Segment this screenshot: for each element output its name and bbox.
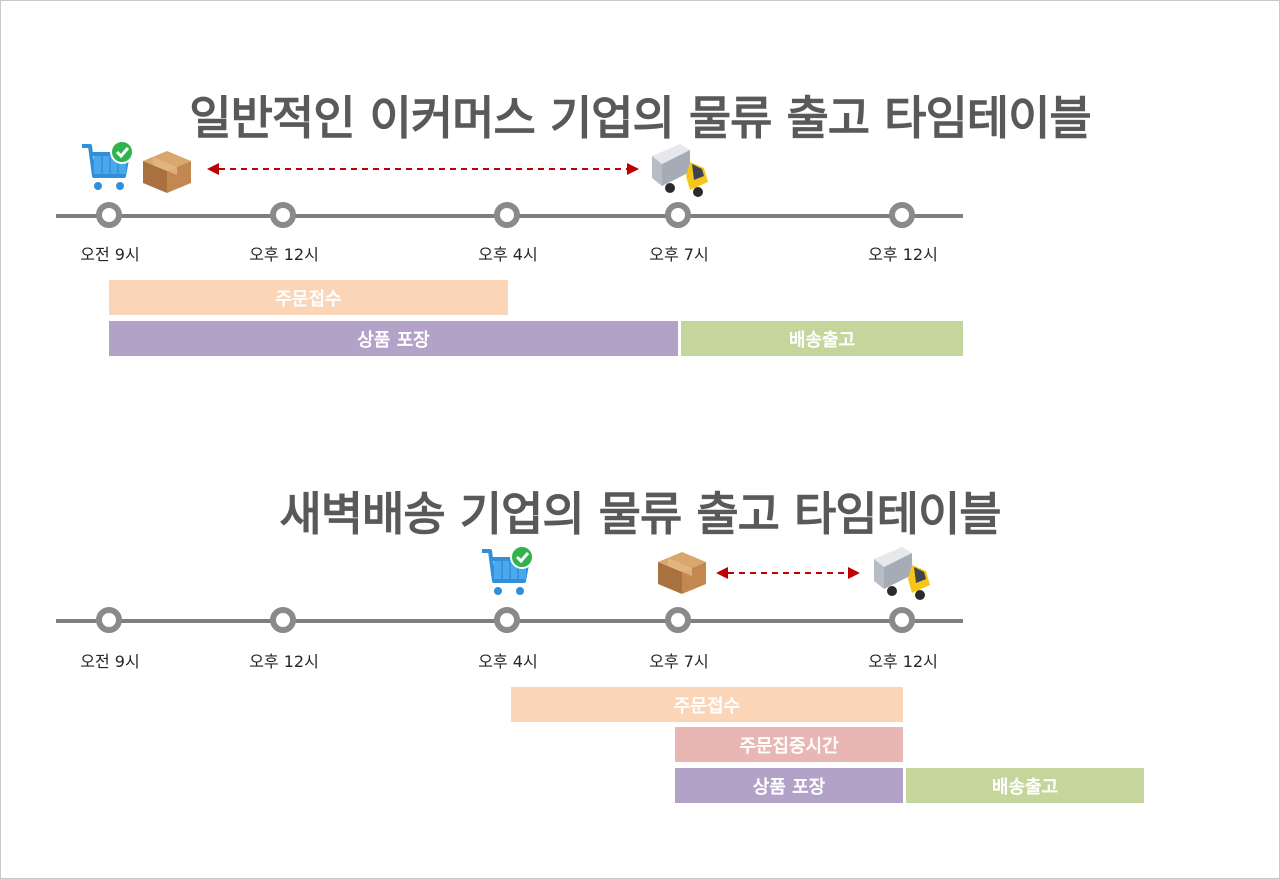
timeline-node xyxy=(665,607,691,633)
cardboard-box-icon xyxy=(658,552,706,594)
tick-label: 오후 7시 xyxy=(649,245,709,264)
delivery-truck-icon xyxy=(652,144,708,197)
tick-label: 오후 12시 xyxy=(868,245,938,264)
bar-packing: 상품 포장 xyxy=(109,321,678,356)
shopping-cart-check-icon xyxy=(82,140,134,190)
tick-label: 오후 12시 xyxy=(249,652,319,671)
tick-label: 오전 9시 xyxy=(80,245,140,264)
tick-label: 오후 7시 xyxy=(649,652,709,671)
bar-packing: 상품 포장 xyxy=(675,768,903,803)
timeline-node xyxy=(96,607,122,633)
shopping-cart-check-icon xyxy=(482,545,534,595)
timeline-node xyxy=(889,607,915,633)
tick-label: 오후 4시 xyxy=(478,652,538,671)
diagram2-title: 새벽배송 기업의 물류 출고 타임테이블 xyxy=(279,487,1001,541)
timeline-node xyxy=(270,202,296,228)
dashed-arrow-span xyxy=(207,163,639,175)
timeline-node xyxy=(665,202,691,228)
diagram1-title: 일반적인 이커머스 기업의 물류 출고 타임테이블 xyxy=(189,91,1091,145)
timeline-node xyxy=(96,202,122,228)
tick-label: 오전 9시 xyxy=(80,652,140,671)
tick-label: 오후 12시 xyxy=(868,652,938,671)
tick-label: 오후 12시 xyxy=(249,245,319,264)
bar-peak-time: 주문집중시간 xyxy=(675,727,903,762)
timeline-node xyxy=(270,607,296,633)
timeline-node xyxy=(494,607,520,633)
tick-label: 오후 4시 xyxy=(478,245,538,264)
delivery-truck-icon xyxy=(874,547,930,600)
dashed-arrow-span xyxy=(716,567,860,579)
timeline-node xyxy=(494,202,520,228)
cardboard-box-icon xyxy=(143,151,191,193)
bar-shipping: 배송출고 xyxy=(906,768,1144,803)
bar-order-receipt: 주문접수 xyxy=(109,280,508,315)
bar-shipping: 배송출고 xyxy=(681,321,963,356)
timeline-node xyxy=(889,202,915,228)
bar-order-receipt: 주문접수 xyxy=(511,687,903,722)
